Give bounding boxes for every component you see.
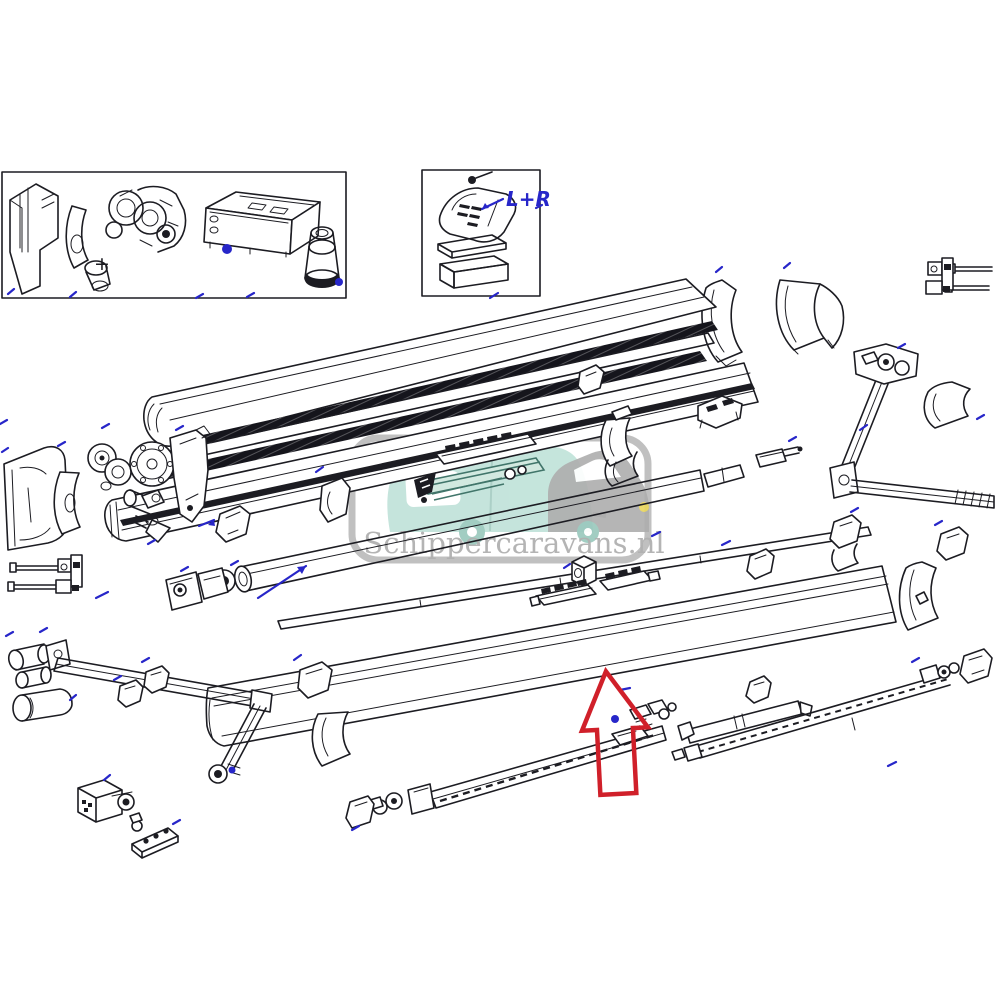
clips-left-pair — [112, 656, 170, 708]
cover-tray-part — [437, 234, 507, 259]
toothed-slider-a — [529, 579, 597, 607]
lead-rail-connector — [611, 699, 677, 746]
blue-ticks-box-left — [6, 287, 256, 300]
end-cover-large — [775, 261, 845, 355]
gear-motor-part — [105, 185, 187, 253]
highlight-arrow — [578, 666, 653, 798]
spring-arm-left — [4, 626, 273, 784]
arm-shell-cover-right — [923, 381, 986, 429]
lead-rail-bottom — [345, 699, 898, 832]
toothed-slider-b — [599, 566, 661, 591]
control-unit-box-part — [203, 191, 321, 258]
wall-bracket-part — [9, 183, 59, 295]
cover-flap — [600, 417, 633, 467]
fabric-roll-strip — [180, 321, 718, 449]
prong-bracket-top-right — [925, 257, 993, 295]
clamp-and-cone-part: + — [65, 205, 111, 292]
plus-mark: + — [94, 253, 110, 275]
roller-tube-assembly — [165, 435, 803, 611]
cassette-fittings — [197, 364, 743, 543]
tension-arm — [671, 648, 993, 762]
front-panel-end-cap — [898, 561, 939, 631]
hinge-plate — [129, 812, 182, 859]
front-panel — [205, 565, 897, 747]
inset-box-left: + — [1, 171, 347, 300]
blue-dot — [222, 244, 232, 254]
lr-label: L+R — [506, 187, 551, 211]
gear-motor-assembly-left — [0, 418, 211, 551]
cassette-tray-profile — [104, 362, 759, 542]
arm-mount-block — [77, 773, 135, 823]
spring-arm-right — [829, 342, 995, 509]
adapter-cylinder-part — [304, 226, 343, 288]
end-cover-small — [701, 265, 743, 367]
cover-bar-part — [439, 255, 509, 289]
fabric-roll-strip-2 — [158, 351, 707, 480]
blue-dot — [611, 715, 619, 723]
slotted-bracket — [697, 395, 743, 429]
end-cover-lr-part — [438, 171, 517, 243]
curl-flap — [311, 711, 351, 767]
inset-box-lr: L+R — [421, 169, 551, 297]
front-panel-assembly — [205, 506, 969, 767]
teal-mechanism — [414, 432, 546, 503]
prong-bracket-left — [7, 554, 110, 600]
cassette-shelf-profile — [165, 332, 715, 463]
middle-small-parts — [529, 555, 661, 607]
